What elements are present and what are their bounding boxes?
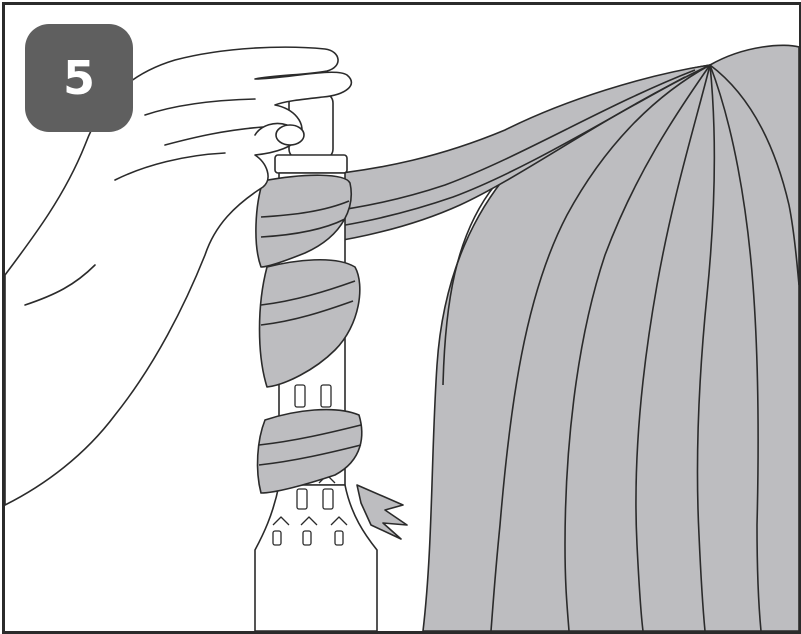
- step-number: 5: [62, 51, 95, 105]
- step-badge: 5: [25, 24, 133, 132]
- instruction-illustration: [5, 44, 799, 631]
- hair-mass-icon: [422, 44, 799, 631]
- hand-icon: [5, 46, 353, 506]
- wrapped-hair-icon: [255, 174, 408, 540]
